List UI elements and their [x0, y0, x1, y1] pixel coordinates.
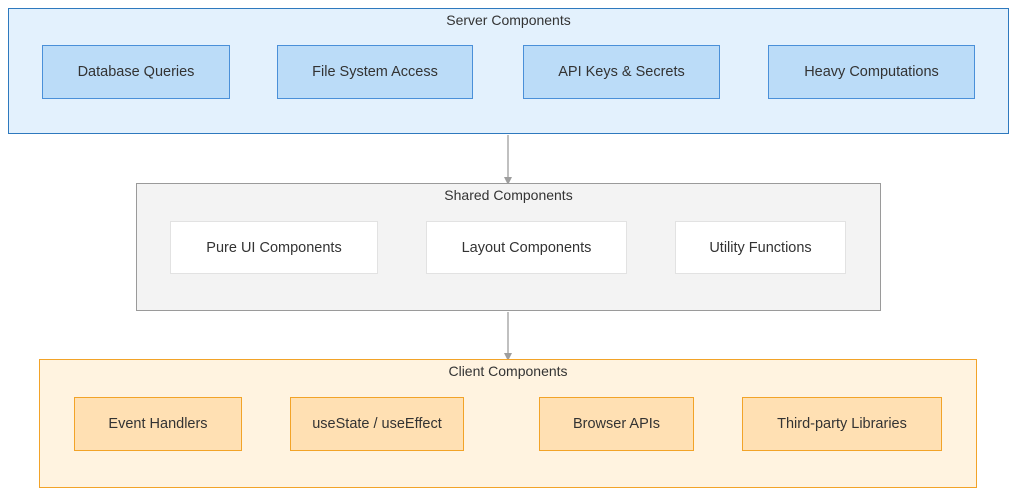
layout-components-node: Layout Components: [426, 221, 627, 274]
server-components-group: Server Components Database Queries File …: [8, 8, 1009, 134]
shared-components-title: Shared Components: [444, 187, 573, 203]
database-queries-node: Database Queries: [42, 45, 230, 99]
client-components-group: Client Components Event Handlers useStat…: [39, 359, 977, 488]
browser-apis-node: Browser APIs: [539, 397, 694, 451]
shared-components-group: Shared Components Pure UI Components Lay…: [136, 183, 881, 311]
third-party-libraries-node: Third-party Libraries: [742, 397, 942, 451]
file-system-access-node: File System Access: [277, 45, 473, 99]
heavy-computations-node: Heavy Computations: [768, 45, 975, 99]
utility-functions-node: Utility Functions: [675, 221, 846, 274]
pure-ui-components-node: Pure UI Components: [170, 221, 378, 274]
server-components-title: Server Components: [446, 12, 571, 28]
event-handlers-node: Event Handlers: [74, 397, 242, 451]
api-keys-secrets-node: API Keys & Secrets: [523, 45, 720, 99]
client-components-title: Client Components: [448, 363, 568, 379]
usestate-useeffect-node: useState / useEffect: [290, 397, 464, 451]
